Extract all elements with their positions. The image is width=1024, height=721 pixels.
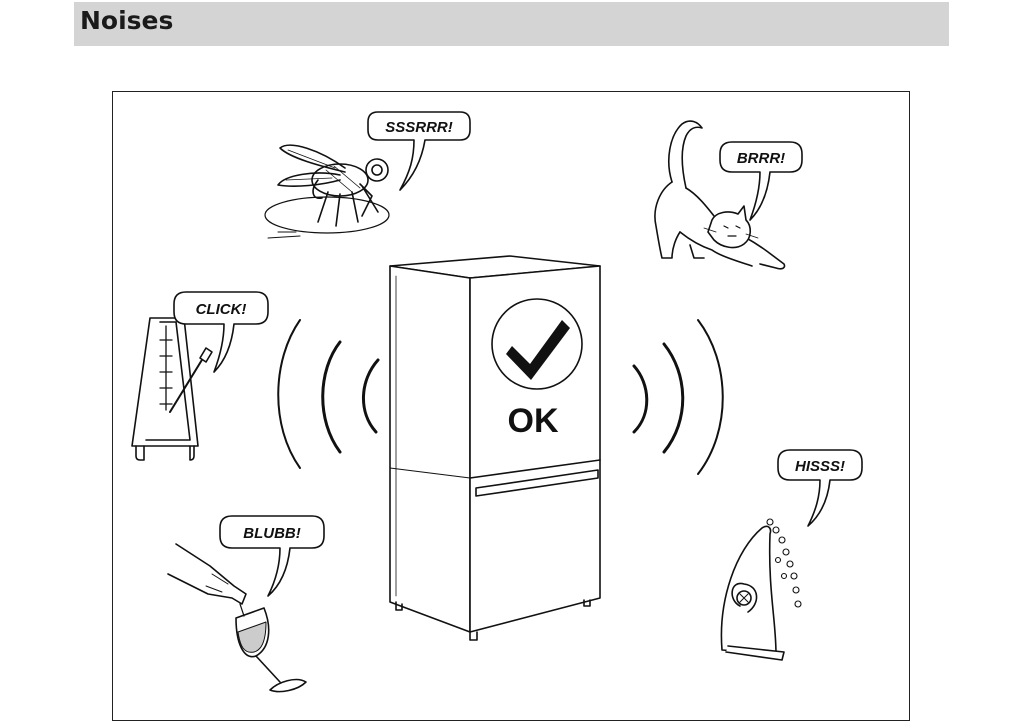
fly-icon bbox=[264, 144, 390, 239]
iron-sound-text: HISSS! bbox=[795, 458, 845, 475]
right-sound-waves bbox=[632, 319, 724, 475]
fly-sound-bubble: SSSRRR! bbox=[367, 111, 471, 191]
section-header: Noises bbox=[74, 2, 949, 46]
left-sound-waves bbox=[277, 319, 380, 469]
wine-sound-text: BLUBB! bbox=[243, 525, 301, 542]
cat-icon bbox=[654, 120, 786, 270]
steam-iron-icon bbox=[720, 518, 802, 661]
checkmark-icon bbox=[491, 298, 583, 390]
fly-sound-text: SSSRRR! bbox=[385, 119, 453, 136]
metronome-sound-text: CLICK! bbox=[196, 301, 247, 318]
cat-sound-bubble: BRRR! bbox=[719, 141, 803, 221]
metronome-icon bbox=[131, 317, 213, 461]
wine-glass-icon bbox=[235, 603, 307, 693]
iron-sound-bubble: HISSS! bbox=[777, 449, 863, 527]
fridge-status-text: OK bbox=[508, 402, 559, 440]
wine-sound-bubble: BLUBB! bbox=[219, 515, 325, 597]
metronome-sound-bubble: CLICK! bbox=[173, 291, 269, 373]
wine-bottle-icon bbox=[167, 543, 247, 605]
cat-sound-text: BRRR! bbox=[737, 150, 785, 167]
section-title: Noises bbox=[80, 6, 174, 35]
